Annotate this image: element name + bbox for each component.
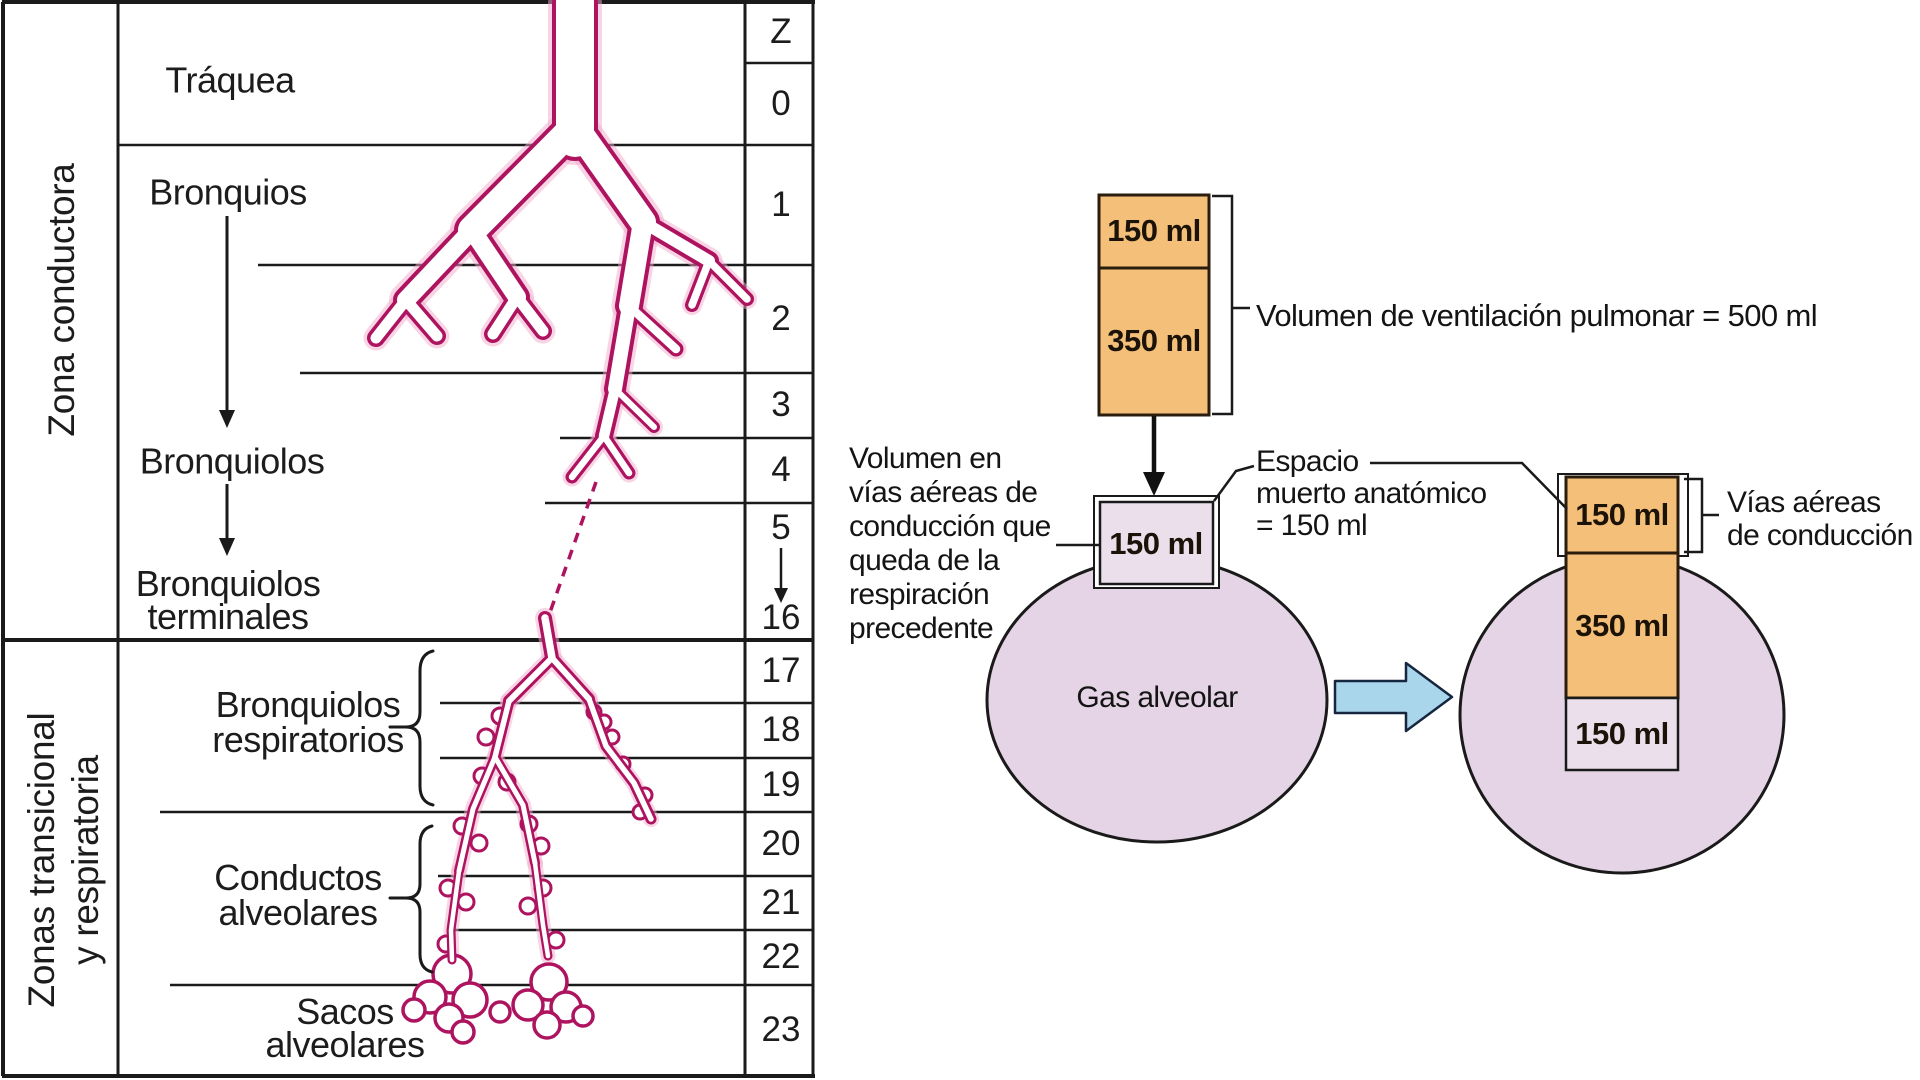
group-braces — [388, 649, 435, 974]
zone-transicional-label: Zonas transicional y respiratoria — [20, 620, 108, 1080]
conduction-airways-line2: de conducción — [1727, 519, 1913, 552]
z-value-5: 5 — [771, 508, 791, 547]
z-value-2: 2 — [771, 299, 791, 338]
residual-volume-text: Volumen en vías aéreas de conducción que… — [849, 442, 1051, 646]
bronquiolos-terminales-line1: Bronquiolos — [135, 563, 321, 604]
z-value-17: 17 — [761, 651, 801, 690]
z-value-0: 0 — [771, 84, 791, 123]
z-value-22: 22 — [761, 937, 801, 976]
residual-volume-line2: vías aéreas de — [849, 476, 1038, 509]
tidal-150-label: 150 ml — [1107, 213, 1201, 248]
zone-conductora-label: Zona conductora — [41, 163, 82, 437]
conductos-alveolares-label: Conductos alveolares — [214, 857, 382, 933]
flow-arrow — [1333, 661, 1454, 733]
z-value-19: 19 — [761, 765, 801, 804]
bronquiolos-label: Bronquiolos — [139, 440, 325, 482]
z-value-16: 16 — [761, 598, 801, 637]
bronquiolos-respiratorios-label: Bronquiolos respiratorios — [212, 684, 404, 760]
bronquiolos-respiratorios-line1: Bronquiolos — [215, 684, 401, 725]
zone-transicional-line1: Zonas transicional — [21, 712, 62, 1008]
z-value-18: 18 — [761, 710, 801, 749]
airway-table-grid — [1, 0, 815, 1078]
right-150-bottom-label: 150 ml — [1575, 716, 1669, 751]
conductos-alveolares-line1: Conductos — [214, 857, 382, 898]
traquea-label: Tráquea — [165, 59, 295, 101]
connector-lines — [1056, 461, 1568, 547]
tidal-volume-label: Volumen de ventilación pulmonar = 500 ml — [1256, 298, 1818, 333]
tidal-volume-stack — [1097, 193, 1211, 417]
residual-volume-line4: queda de la — [849, 544, 1000, 577]
residual-volume-line3: conducción que — [849, 510, 1051, 543]
conduction-airways-label: Vías aéreas de conducción — [1727, 486, 1913, 552]
bronquiolos-respiratorios-line2: respiratorios — [212, 719, 404, 760]
label-arrows — [219, 216, 788, 603]
sacos-alveolares-label: Sacos alveolares — [265, 991, 425, 1065]
dead-space-label-line3: = 150 ml — [1256, 509, 1368, 542]
conduction-airways-line1: Vías aéreas — [1727, 486, 1881, 519]
dashed-continuation-line — [546, 481, 598, 619]
z-value-1: 1 — [771, 185, 791, 224]
dead-space-label: Espacio muerto anatómico = 150 ml — [1256, 446, 1487, 542]
tidal-350-label: 350 ml — [1107, 323, 1201, 358]
sacos-alveolares-line2: alveolares — [265, 1024, 425, 1065]
dead-space-box — [1093, 495, 1220, 589]
residual-volume-line6: precedente — [849, 612, 994, 645]
sacos-alveolares-line1: Sacos — [296, 991, 394, 1032]
inspiration-arrow — [1143, 416, 1165, 496]
residual-volume-line5: respiración — [849, 578, 990, 611]
gas-alveolar-label: Gas alveolar — [1076, 681, 1238, 714]
z-value-20: 20 — [761, 824, 801, 863]
z-value-21: 21 — [761, 883, 801, 922]
z-value-4: 4 — [771, 450, 791, 489]
z-value-23: 23 — [761, 1010, 801, 1049]
dead-space-label-line2: muerto anatómico — [1256, 477, 1487, 510]
brackets — [1212, 194, 1719, 554]
right-150-top-label: 150 ml — [1575, 497, 1669, 532]
bronquios-label: Bronquios — [149, 171, 307, 213]
right-volume-column — [1557, 473, 1689, 772]
dead-space-label-line1: Espacio — [1256, 445, 1359, 478]
dead-space-150-label: 150 ml — [1109, 526, 1203, 561]
bronchial-tree-lumen — [370, 0, 751, 963]
conductos-alveolares-line2: alveolares — [218, 892, 378, 933]
right-350-label: 350 ml — [1575, 608, 1669, 643]
alveolar-sacs — [401, 953, 595, 1045]
residual-volume-line1: Volumen en — [849, 442, 1002, 475]
z-column-header: Z — [770, 12, 792, 51]
bronquiolos-terminales-line2: terminales — [147, 596, 309, 637]
zone-transicional-line2: y respiratoria — [65, 755, 106, 965]
bronquiolos-terminales-label: Bronquiolos terminales — [135, 563, 321, 637]
z-value-3: 3 — [771, 385, 791, 424]
